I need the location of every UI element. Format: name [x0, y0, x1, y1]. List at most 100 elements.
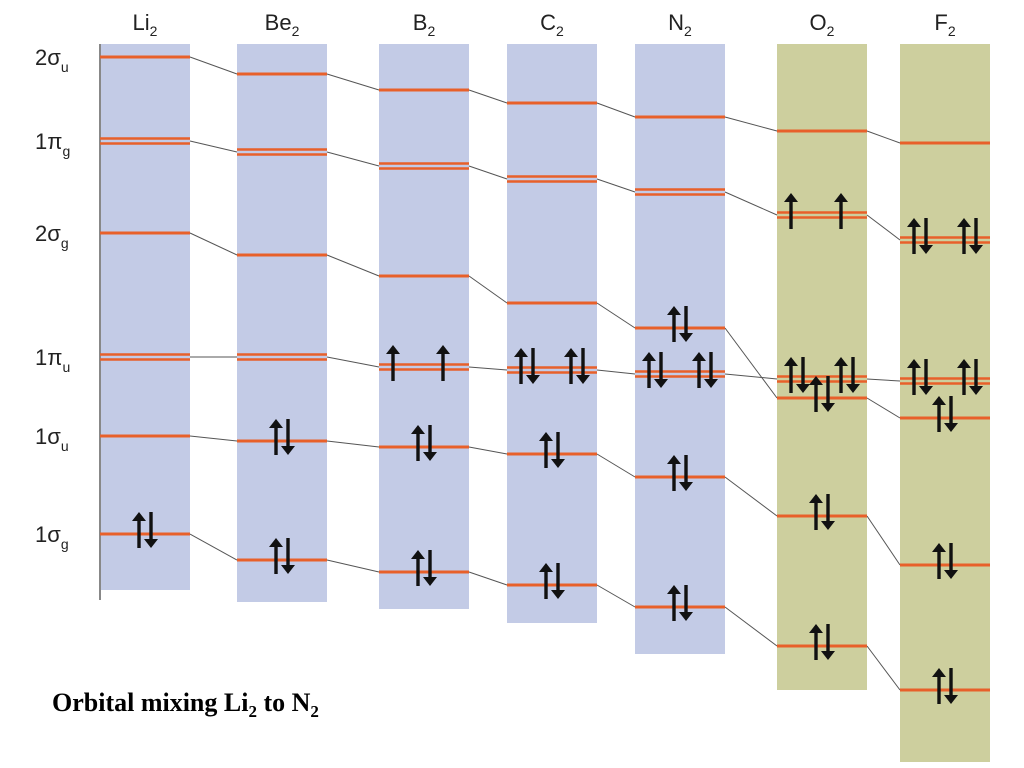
- electron-down-arrow-head: [551, 459, 565, 468]
- connector-s1g: [189, 533, 238, 561]
- electron-down-arrow-head: [944, 423, 958, 432]
- connector-s1u: [326, 440, 380, 448]
- header-li2: Li2: [133, 10, 158, 39]
- electron-down-arrow-head: [423, 452, 437, 461]
- electron-down-arrow-head: [281, 565, 295, 574]
- electron-up-arrow-head: [784, 357, 798, 366]
- header-b2: B2: [413, 10, 436, 39]
- connector-p1g: [468, 165, 508, 180]
- connector-s1u: [468, 446, 508, 455]
- caption-middle: to N: [256, 688, 311, 717]
- electron-up-arrow-head: [539, 432, 553, 441]
- electron-up-arrow-head: [834, 193, 848, 202]
- header-be2: Be2: [265, 10, 300, 39]
- electron-down-arrow-head: [654, 379, 668, 388]
- connector-s1u: [724, 476, 778, 517]
- electron-down-arrow-head: [423, 577, 437, 586]
- electron-down-arrow-head: [281, 446, 295, 455]
- connector-s1g: [596, 584, 636, 608]
- caption-sub-1: 2: [248, 702, 257, 722]
- column-b2: [379, 44, 469, 609]
- electron-up-arrow-head: [132, 512, 146, 521]
- electron-up-arrow-head: [932, 668, 946, 677]
- connector-p1g: [189, 140, 238, 153]
- electron-up-arrow-head: [907, 359, 921, 368]
- electron-up-arrow-head: [667, 306, 681, 315]
- electron-down-arrow-head: [704, 379, 718, 388]
- connector-s1g: [724, 606, 778, 647]
- connector-s1u: [596, 453, 636, 478]
- connector-s2g: [326, 254, 380, 277]
- electron-down-arrow-head: [144, 539, 158, 548]
- electron-down-arrow-head: [919, 386, 933, 395]
- connector-p1g: [724, 191, 778, 216]
- header-n2: N2: [668, 10, 692, 39]
- electron-down-arrow-head: [551, 590, 565, 599]
- electron-down-arrow-head: [679, 482, 693, 491]
- connector-s2g: [866, 397, 901, 419]
- electron-up-arrow-head: [642, 352, 656, 361]
- connector-p1u: [866, 378, 901, 382]
- electron-up-arrow-head: [784, 193, 798, 202]
- electron-up-arrow-head: [957, 359, 971, 368]
- connector-s1u: [189, 435, 238, 442]
- electron-up-arrow-head: [809, 376, 823, 385]
- electron-up-arrow-head: [834, 357, 848, 366]
- electron-up-arrow-head: [667, 455, 681, 464]
- electron-down-arrow-head: [919, 245, 933, 254]
- electron-up-arrow-head: [269, 538, 283, 547]
- column-li2: [100, 44, 190, 590]
- electron-up-arrow-head: [269, 419, 283, 428]
- electron-down-arrow-head: [969, 386, 983, 395]
- row-label-s1g: 1σg: [35, 522, 69, 552]
- electron-down-arrow-head: [679, 333, 693, 342]
- connector-s2u: [866, 130, 901, 144]
- column-c2: [507, 44, 597, 623]
- electron-down-arrow-head: [576, 375, 590, 384]
- connector-s1g: [468, 571, 508, 586]
- connector-s2g: [596, 302, 636, 329]
- electron-up-arrow-head: [667, 585, 681, 594]
- row-label-s2u: 2σu: [35, 45, 69, 75]
- header-o2: O2: [810, 10, 835, 39]
- electron-up-arrow-head: [957, 218, 971, 227]
- electron-up-arrow-head: [514, 348, 528, 357]
- electron-down-arrow-head: [679, 612, 693, 621]
- electron-down-arrow-head: [821, 651, 835, 660]
- electron-up-arrow-head: [539, 563, 553, 572]
- column-n2: [635, 44, 725, 654]
- connector-p1g: [326, 151, 380, 167]
- connector-s1u: [866, 515, 901, 566]
- electron-up-arrow-head: [436, 345, 450, 354]
- connector-s2g: [468, 275, 508, 304]
- header-f2: F2: [934, 10, 955, 39]
- connector-p1u: [724, 373, 778, 380]
- header-c2: C2: [540, 10, 564, 39]
- connector-s2u: [326, 73, 380, 91]
- electron-down-arrow-head: [821, 403, 835, 412]
- connector-p1u: [468, 366, 508, 371]
- connector-s2u: [724, 116, 778, 132]
- connector-p1u: [326, 356, 380, 368]
- connector-s1g: [326, 559, 380, 573]
- connector-p1g: [866, 214, 901, 241]
- electron-up-arrow-head: [907, 218, 921, 227]
- column-be2: [237, 44, 327, 602]
- connector-s2g: [189, 232, 238, 256]
- electron-down-arrow-head: [944, 695, 958, 704]
- column-f2: [900, 44, 990, 762]
- electron-up-arrow-head: [564, 348, 578, 357]
- connector-s2u: [596, 102, 636, 118]
- electron-down-arrow-head: [944, 570, 958, 579]
- electron-up-arrow-head: [932, 543, 946, 552]
- electron-up-arrow-head: [809, 494, 823, 503]
- connector-p1u: [596, 369, 636, 375]
- row-label-p1g: 1πg: [35, 129, 70, 159]
- connector-s2u: [468, 89, 508, 104]
- electron-up-arrow-head: [386, 345, 400, 354]
- connector-s1g: [866, 645, 901, 691]
- electron-down-arrow-head: [969, 245, 983, 254]
- electron-down-arrow-head: [526, 375, 540, 384]
- caption: Orbital mixing Li2 to N2: [52, 688, 319, 722]
- row-label-s1u: 1σu: [35, 424, 69, 454]
